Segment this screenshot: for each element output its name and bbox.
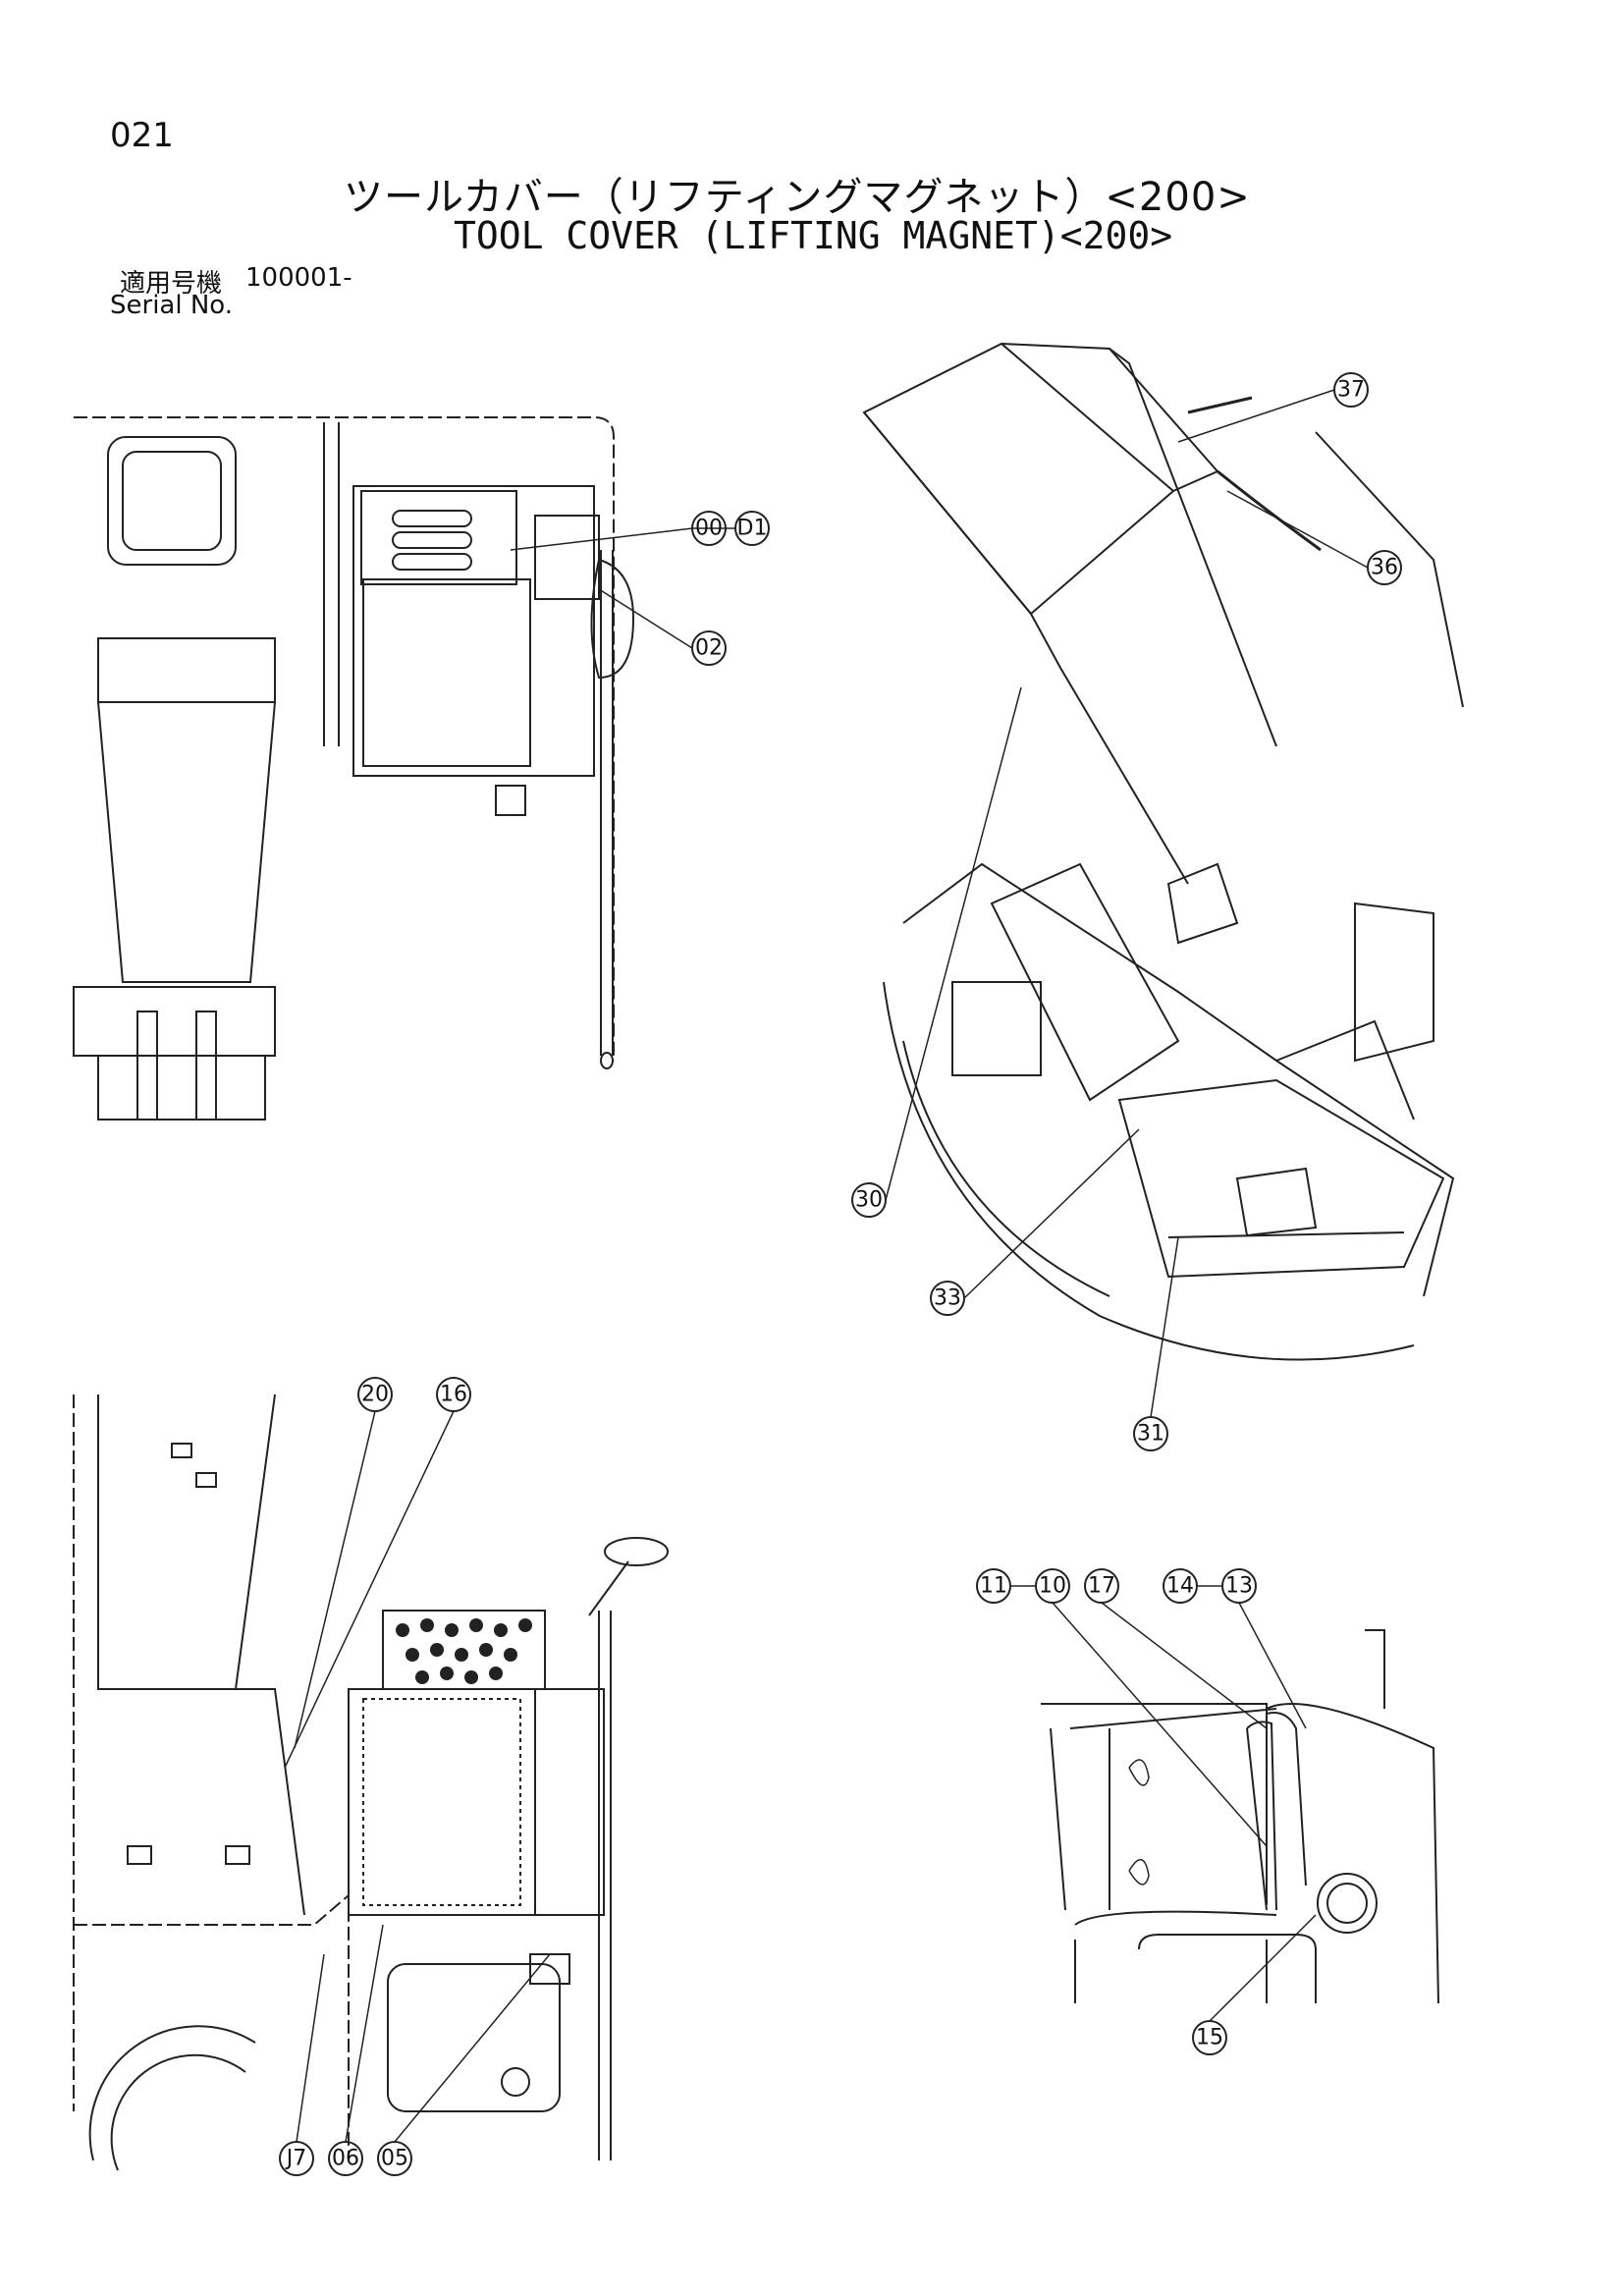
serial-label-english: Serial No. — [110, 291, 233, 320]
page-title-english: TOOL COVER (LIFTING MAGNET)<200> — [454, 214, 1173, 257]
callout-33: 33 — [934, 1286, 961, 1311]
callout-02: 02 — [695, 636, 723, 661]
callout-37: 37 — [1337, 378, 1365, 403]
callout-05: 05 — [381, 2147, 408, 2171]
callout-j7: J7 — [285, 2147, 307, 2171]
serial-label-japanese: 適用号機 — [120, 269, 223, 299]
callout-36: 36 — [1371, 556, 1398, 580]
callout-31: 31 — [1137, 1422, 1164, 1447]
callout-15: 15 — [1196, 2026, 1223, 2050]
view-section — [976, 1568, 1439, 2055]
view-isometric — [851, 342, 1464, 1451]
page-number: 021 — [110, 116, 174, 155]
view-top-plan — [73, 416, 770, 1121]
serial-number-value: 100001- — [245, 263, 352, 293]
callout-labels: 00 D1 02 37 36 30 33 31 20 16 J7 06 05 1… — [285, 378, 1398, 2171]
callout-06: 06 — [332, 2147, 359, 2171]
callout-16: 16 — [440, 1383, 467, 1407]
callout-10: 10 — [1039, 1574, 1066, 1599]
callout-30: 30 — [855, 1188, 883, 1213]
callout-14: 14 — [1166, 1574, 1194, 1599]
view-side — [73, 1377, 669, 2176]
callout-20: 20 — [361, 1383, 389, 1407]
page-title-japanese: ツールカバー（リフティングマグネット）<200> — [344, 175, 1251, 220]
callout-17: 17 — [1088, 1574, 1115, 1599]
callout-00: 00 — [695, 517, 723, 541]
callout-11: 11 — [980, 1574, 1007, 1599]
callout-13: 13 — [1225, 1574, 1253, 1599]
callout-d1: D1 — [737, 517, 768, 541]
